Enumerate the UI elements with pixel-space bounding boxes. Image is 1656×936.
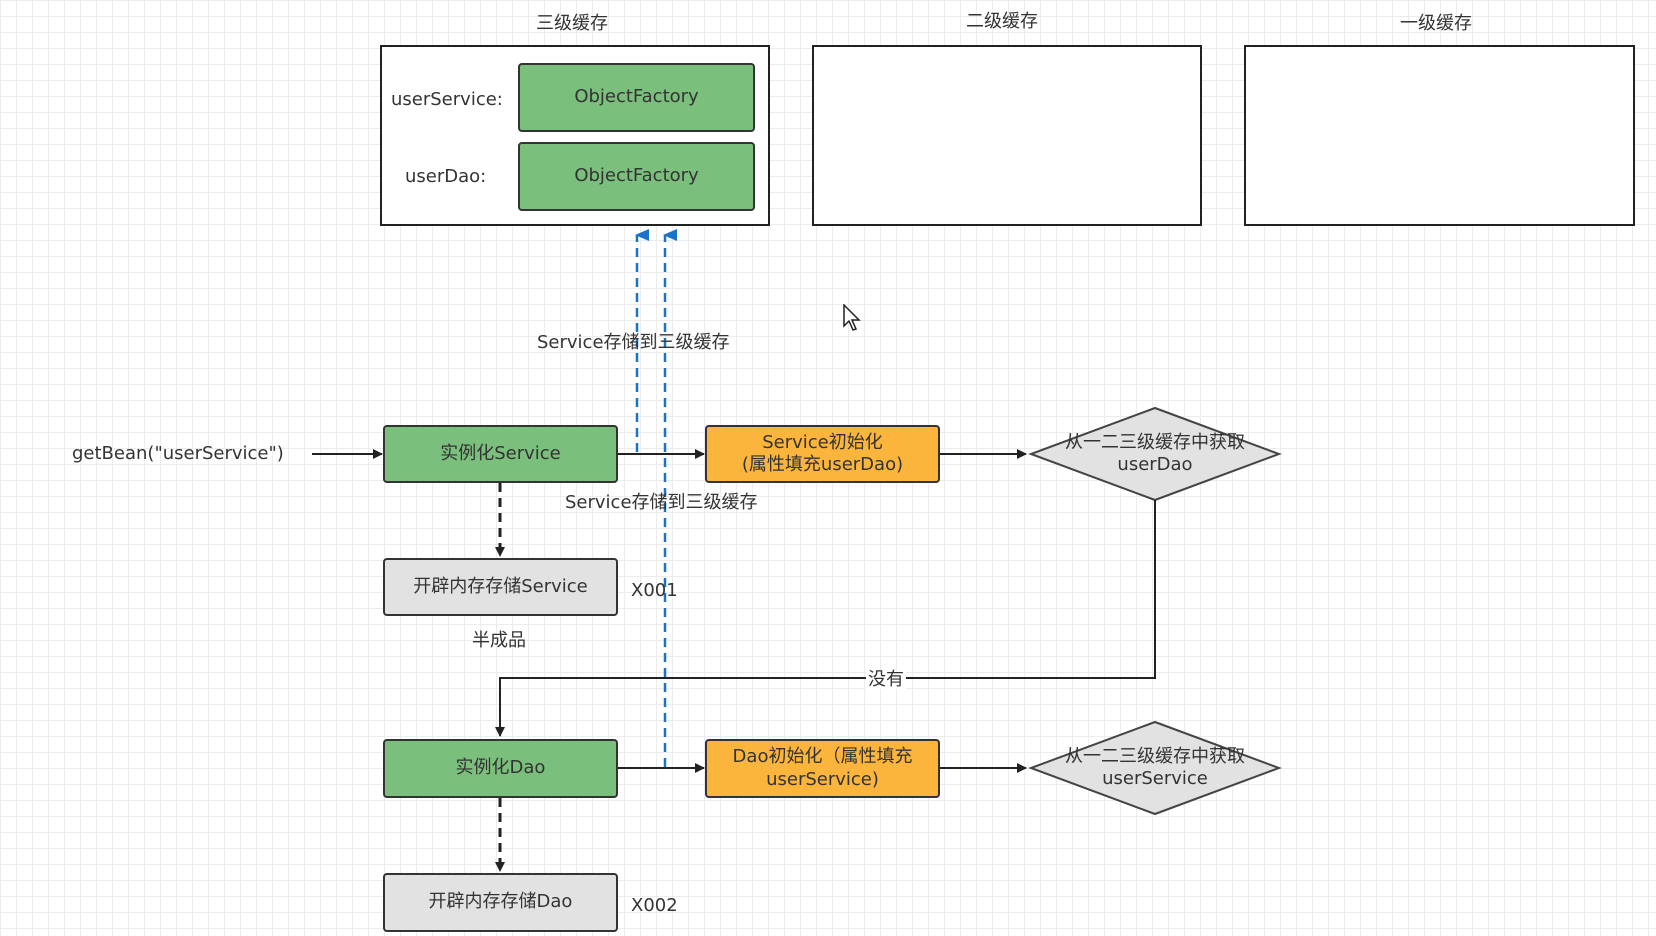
cache-level3-title: 三级缓存 <box>536 13 608 34</box>
node-service-init-line2: (属性填充userDao) <box>741 454 904 475</box>
node-instantiate-service[interactable]: 实例化Service <box>383 425 618 483</box>
cache-level2-box <box>812 45 1202 226</box>
decision-get-userservice <box>1028 720 1282 816</box>
decision-get-userdao-line1: 从一二三级缓存中获取 <box>1065 431 1245 453</box>
node-dao-init[interactable]: Dao初始化（属性填充 userService) <box>705 739 940 798</box>
cache-level2-title: 二级缓存 <box>966 11 1038 32</box>
label-store-service-lower: Service存储到三级缓存 <box>565 492 758 513</box>
cache-entry-key-userservice: userService: <box>391 89 503 110</box>
cache-level1-box <box>1244 45 1635 226</box>
cache-level1-title: 一级缓存 <box>1400 13 1472 34</box>
decision-get-userdao-text: 从一二三级缓存中获取 userDao <box>1040 428 1270 480</box>
node-dao-init-line2: userService) <box>766 768 879 790</box>
label-addr-x001: X001 <box>631 580 678 601</box>
node-alloc-service[interactable]: 开辟内存存储Service <box>383 558 618 616</box>
node-dao-init-line1: Dao初始化（属性填充 <box>732 746 913 767</box>
label-addr-x002: X002 <box>631 895 678 916</box>
node-instantiate-dao[interactable]: 实例化Dao <box>383 739 618 798</box>
decision-get-userservice-line2: userService <box>1102 768 1208 789</box>
node-service-init[interactable]: Service初始化 (属性填充userDao) <box>705 425 940 483</box>
decision-get-userservice-text: 从一二三级缓存中获取 userService <box>1040 742 1270 794</box>
decision-get-userdao-line2: userDao <box>1117 454 1193 475</box>
cache-entry-objectfactory-userdao[interactable]: ObjectFactory <box>518 142 755 211</box>
cache-entry-key-userdao: userDao: <box>405 166 487 187</box>
mouse-cursor-icon <box>843 304 861 331</box>
label-getbean-entry: getBean("userService") <box>72 443 284 464</box>
label-half-product: 半成品 <box>472 630 526 651</box>
node-service-init-line1: Service初始化 <box>762 431 883 453</box>
arrow-none-to-instantiate-dao <box>495 500 1156 737</box>
node-alloc-dao[interactable]: 开辟内存存储Dao <box>383 873 618 932</box>
label-none: 没有 <box>866 669 906 690</box>
cache-entry-objectfactory-userservice[interactable]: ObjectFactory <box>518 63 755 132</box>
label-store-service-upper: Service存储到三级缓存 <box>537 332 730 353</box>
decision-get-userservice-line1: 从一二三级缓存中获取 <box>1065 745 1245 767</box>
